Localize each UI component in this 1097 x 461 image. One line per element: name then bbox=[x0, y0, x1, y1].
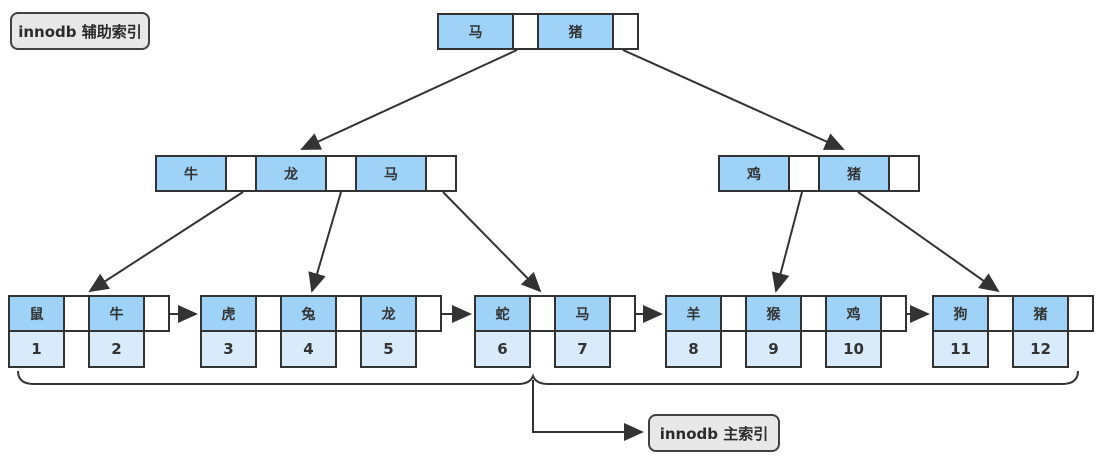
arrow-root-to-right-internal bbox=[622, 49, 845, 150]
pointer-cell bbox=[880, 295, 907, 332]
key-cell: 猪 bbox=[1012, 295, 1069, 332]
leaf-node-4: 羊 猴 鸡 8 9 10 bbox=[665, 295, 907, 368]
leaf-node-5: 狗 猪 11 12 bbox=[932, 295, 1094, 368]
pointer-cell bbox=[800, 295, 827, 332]
pointer-cell bbox=[720, 295, 747, 332]
record-cell: 12 bbox=[1012, 330, 1069, 368]
key-cell: 羊 bbox=[665, 295, 722, 332]
arrow-internal-left-to-leaf-2 bbox=[308, 191, 342, 293]
key-cell: 猴 bbox=[745, 295, 802, 332]
secondary-index-label: innodb 辅助索引 bbox=[10, 12, 150, 50]
internal-node-left: 牛 龙 马 bbox=[155, 155, 457, 192]
primary-index-label: innodb 主索引 bbox=[648, 414, 780, 452]
arrow-internal-left-to-leaf-1 bbox=[88, 191, 244, 293]
key-cell: 马 bbox=[554, 295, 611, 332]
record-cell: 1 bbox=[8, 330, 65, 368]
record-cell: 7 bbox=[554, 330, 611, 368]
record-cell: 9 bbox=[745, 330, 802, 368]
leaf-node-3: 蛇 马 6 7 bbox=[474, 295, 636, 368]
key-cell: 牛 bbox=[155, 155, 227, 192]
arrow-root-to-left-internal bbox=[300, 49, 518, 150]
pointer-cell bbox=[335, 295, 362, 332]
internal-node-right: 鸡 猪 bbox=[718, 155, 920, 192]
key-cell: 虎 bbox=[200, 295, 257, 332]
arrow-brace-to-primary-label bbox=[532, 380, 644, 441]
pointer-cell bbox=[425, 155, 457, 192]
key-cell: 龙 bbox=[360, 295, 417, 332]
key-cell: 蛇 bbox=[474, 295, 531, 332]
pointer-cell bbox=[415, 295, 442, 332]
pointer-cell bbox=[63, 295, 90, 332]
record-cell: 5 bbox=[360, 330, 417, 368]
key-cell: 猪 bbox=[537, 13, 614, 50]
key-cell: 马 bbox=[437, 13, 514, 50]
record-cell: 11 bbox=[932, 330, 989, 368]
leaf-span-brace bbox=[17, 370, 1079, 385]
key-cell: 狗 bbox=[932, 295, 989, 332]
pointer-cell bbox=[512, 13, 539, 50]
pointer-cell bbox=[987, 295, 1014, 332]
record-cell: 2 bbox=[88, 330, 145, 368]
record-cell: 4 bbox=[280, 330, 337, 368]
key-cell: 兔 bbox=[280, 295, 337, 332]
key-cell: 鼠 bbox=[8, 295, 65, 332]
pointer-cell bbox=[609, 295, 636, 332]
pointer-cell bbox=[325, 155, 357, 192]
pointer-cell bbox=[1067, 295, 1094, 332]
pointer-cell bbox=[529, 295, 556, 332]
arrow-internal-right-to-leaf-4 bbox=[771, 191, 803, 293]
key-cell: 马 bbox=[355, 155, 427, 192]
pointer-cell bbox=[255, 295, 282, 332]
pointer-cell bbox=[788, 155, 820, 192]
root-node: 马 猪 bbox=[437, 13, 639, 50]
pointer-cell bbox=[612, 13, 639, 50]
record-cell: 3 bbox=[200, 330, 257, 368]
key-cell: 猪 bbox=[818, 155, 890, 192]
record-cell: 6 bbox=[474, 330, 531, 368]
key-cell: 鸡 bbox=[825, 295, 882, 332]
key-cell: 牛 bbox=[88, 295, 145, 332]
leaf-node-2: 虎 兔 龙 3 4 5 bbox=[200, 295, 442, 368]
pointer-cell bbox=[888, 155, 920, 192]
key-cell: 龙 bbox=[255, 155, 327, 192]
pointer-cell bbox=[143, 295, 170, 332]
record-cell: 8 bbox=[665, 330, 722, 368]
leaf-node-1: 鼠 牛 1 2 bbox=[8, 295, 170, 368]
pointer-cell bbox=[225, 155, 257, 192]
key-cell: 鸡 bbox=[718, 155, 790, 192]
arrow-internal-left-to-leaf-3 bbox=[442, 191, 542, 293]
record-cell: 10 bbox=[825, 330, 882, 368]
arrow-internal-right-to-leaf-5 bbox=[857, 191, 1000, 293]
